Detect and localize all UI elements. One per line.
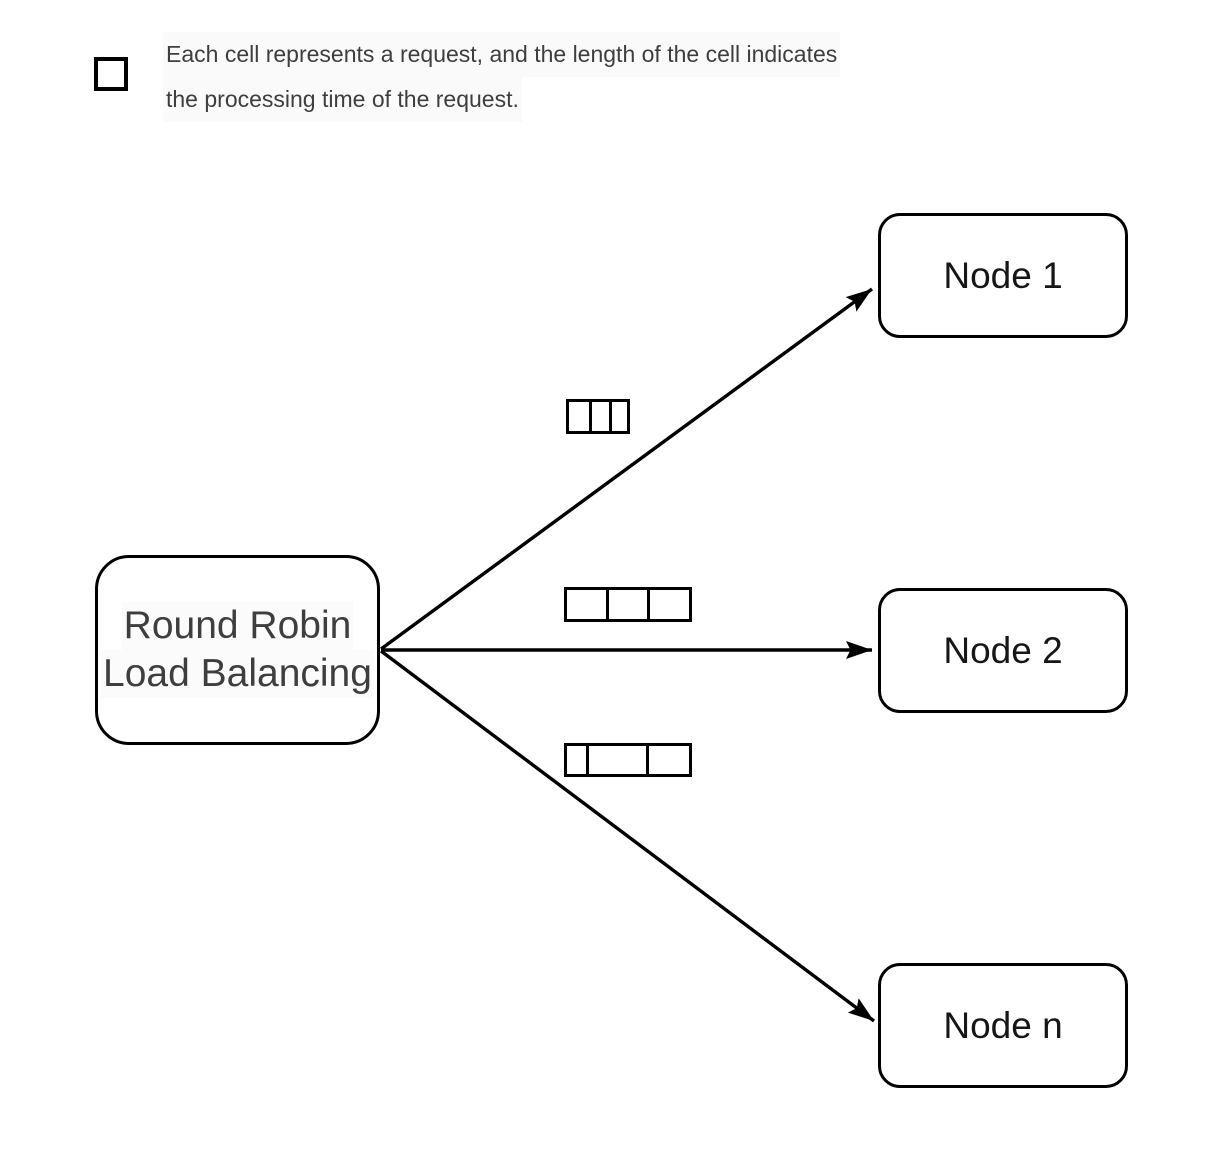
- node-n-box: Node n: [878, 963, 1128, 1088]
- legend-caption-line-1: Each cell represents a request, and the …: [163, 32, 841, 77]
- legend-caption: Each cell represents a request, and the …: [163, 32, 841, 122]
- load-balancer-label-line-2: Load Balancing: [101, 650, 374, 698]
- arrow-to-node-1: [379, 287, 874, 651]
- request-cell: [567, 590, 609, 619]
- node-1-label: Node 1: [943, 254, 1063, 296]
- load-balancer-label-line-1: Round Robin: [121, 602, 354, 650]
- node-n-label: Node n: [943, 1004, 1063, 1046]
- legend-caption-line-2: the processing time of the request.: [163, 77, 522, 122]
- request-strip-node-2: [564, 587, 692, 622]
- request-cell: [608, 590, 651, 619]
- request-cell: [649, 746, 689, 774]
- request-cell: [591, 402, 612, 431]
- node-1-box: Node 1: [878, 213, 1128, 338]
- request-cell: [569, 402, 592, 431]
- request-cell: [650, 590, 690, 619]
- request-cell: [567, 746, 590, 774]
- cell-square-icon: [94, 57, 128, 91]
- load-balancer-box: Round Robin Load Balancing: [95, 555, 380, 745]
- request-strip-node-n: [564, 743, 692, 777]
- arrow-to-node-n: [379, 649, 876, 1023]
- request-strip-node-1: [566, 399, 630, 434]
- request-cell: [589, 746, 650, 774]
- node-2-label: Node 2: [943, 629, 1063, 671]
- node-2-box: Node 2: [878, 588, 1128, 713]
- request-cell: [611, 402, 627, 431]
